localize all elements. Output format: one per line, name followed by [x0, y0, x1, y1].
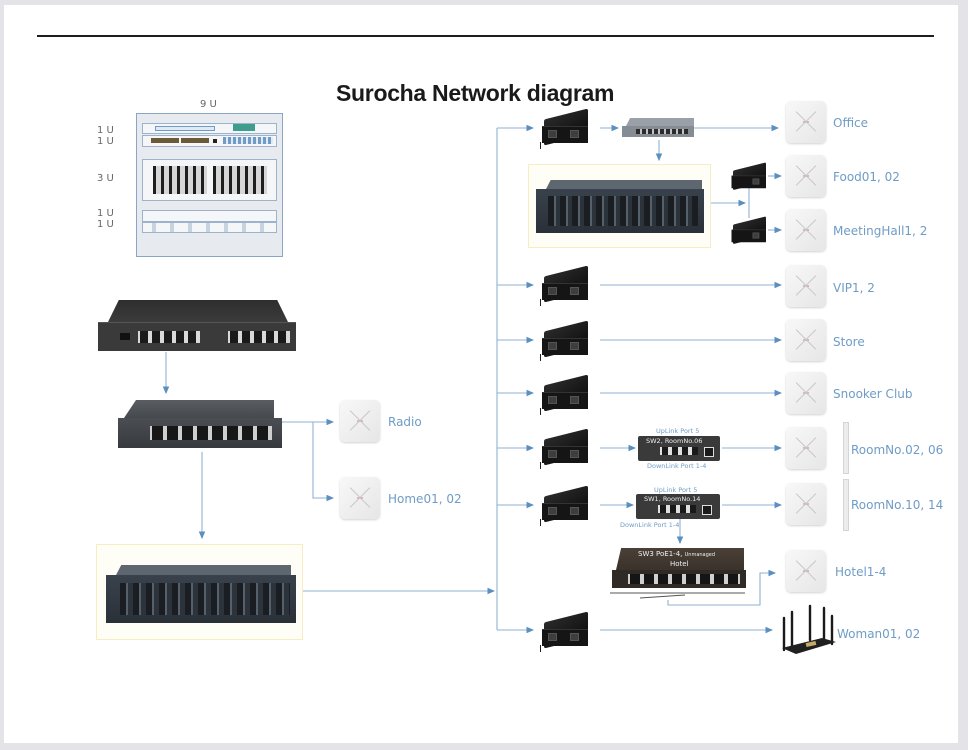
rack-pdu: [142, 222, 277, 233]
media-converter-icon: [540, 108, 590, 149]
rack-unit-label: 1 U: [97, 125, 114, 136]
endpoint-label-vip: VIP1, 2: [833, 281, 875, 295]
link-switch-home: [312, 422, 335, 502]
fiber-chassis: [106, 565, 296, 627]
media-converter-icon: [540, 611, 590, 652]
ap-label-radio: Radio: [388, 415, 422, 429]
core-router: [98, 300, 296, 352]
sw2-downlink-label: DownLink Port 1-4: [647, 462, 707, 470]
access-point-icon: [786, 319, 826, 361]
sw1-name: SW1, RoomNo.14: [644, 495, 701, 503]
access-point-icon: [786, 550, 826, 592]
access-point-icon: [340, 477, 380, 519]
rack-switch: [142, 135, 277, 147]
access-point-icon: [786, 101, 826, 143]
diagram-title: Surocha Network diagram: [336, 80, 615, 106]
endpoint-label-woman: Woman01, 02: [837, 627, 921, 641]
rack-unit-label: 1 U: [97, 208, 114, 219]
media-converter-icon: [540, 320, 590, 361]
media-converter-icon: [540, 374, 590, 415]
endpoint-label-room-02-06: RoomNo.02, 06: [851, 443, 944, 457]
endpoint-label-snooker: Snooker Club: [833, 387, 913, 401]
media-converter-icon: [540, 265, 590, 306]
sw3-note: Unmanaged: [684, 552, 716, 558]
sw2-uplink-label: UpLink Port 5: [656, 427, 700, 435]
outdoor-ap-icon: [843, 479, 849, 531]
ap-label-home: Home01, 02: [388, 492, 462, 506]
rack-unit-label: 1 U: [97, 219, 114, 230]
endpoint-label-food: Food01, 02: [833, 170, 900, 184]
rack-unit-label: 1 U: [97, 136, 114, 147]
media-converter-icon: [540, 485, 590, 526]
endpoint-label-store: Store: [833, 335, 865, 349]
rack-patch-panel: [142, 123, 277, 134]
endpoint-label-meetinghall: MeetingHall1, 2: [833, 224, 928, 238]
access-point-icon: [786, 209, 826, 251]
outdoor-ap-icon: [843, 422, 849, 474]
access-point-icon: [786, 483, 826, 525]
media-converter-icon: [730, 162, 768, 191]
rack-blank-panel: [142, 210, 277, 222]
switch-sw2: SW2, RoomNo.06: [638, 436, 720, 461]
fiber-chassis-upper: [536, 180, 704, 236]
rack-unit-label: 3 U: [97, 173, 114, 184]
sw2-name: SW2, RoomNo.06: [646, 437, 703, 445]
sw1-downlink-label: DownLink Port 1-4: [620, 521, 680, 529]
switch-sw3-hotel: SW3 PoE1-4, Unmanaged Hotel: [612, 548, 746, 590]
header-rule: [37, 35, 934, 37]
access-point-icon: [786, 372, 826, 414]
sw3-name: SW3 PoE1-4,: [638, 550, 683, 558]
endpoint-label-hotel: Hotel1-4: [835, 565, 887, 579]
access-point-icon: [340, 400, 380, 442]
access-point-icon: [786, 155, 826, 197]
endpoint-label-office: Office: [833, 116, 869, 130]
access-point-icon: [786, 265, 826, 307]
switch-sw1: SW1, RoomNo.14: [636, 494, 720, 519]
access-point-icon: [786, 427, 826, 469]
office-switch: [622, 118, 694, 138]
server-rack: [136, 113, 283, 257]
rack-total-label: 9 U: [200, 99, 217, 110]
wifi-router-icon: [782, 604, 836, 654]
sw1-uplink-label: UpLink Port 5: [654, 486, 698, 494]
media-converter-icon: [730, 216, 768, 245]
sw3-location: Hotel: [670, 560, 689, 568]
endpoint-label-room-10-14: RoomNo.10, 14: [851, 498, 944, 512]
rack-storage: [142, 159, 277, 201]
media-converter-icon: [540, 428, 590, 469]
poe-switch-8port: [118, 400, 282, 450]
